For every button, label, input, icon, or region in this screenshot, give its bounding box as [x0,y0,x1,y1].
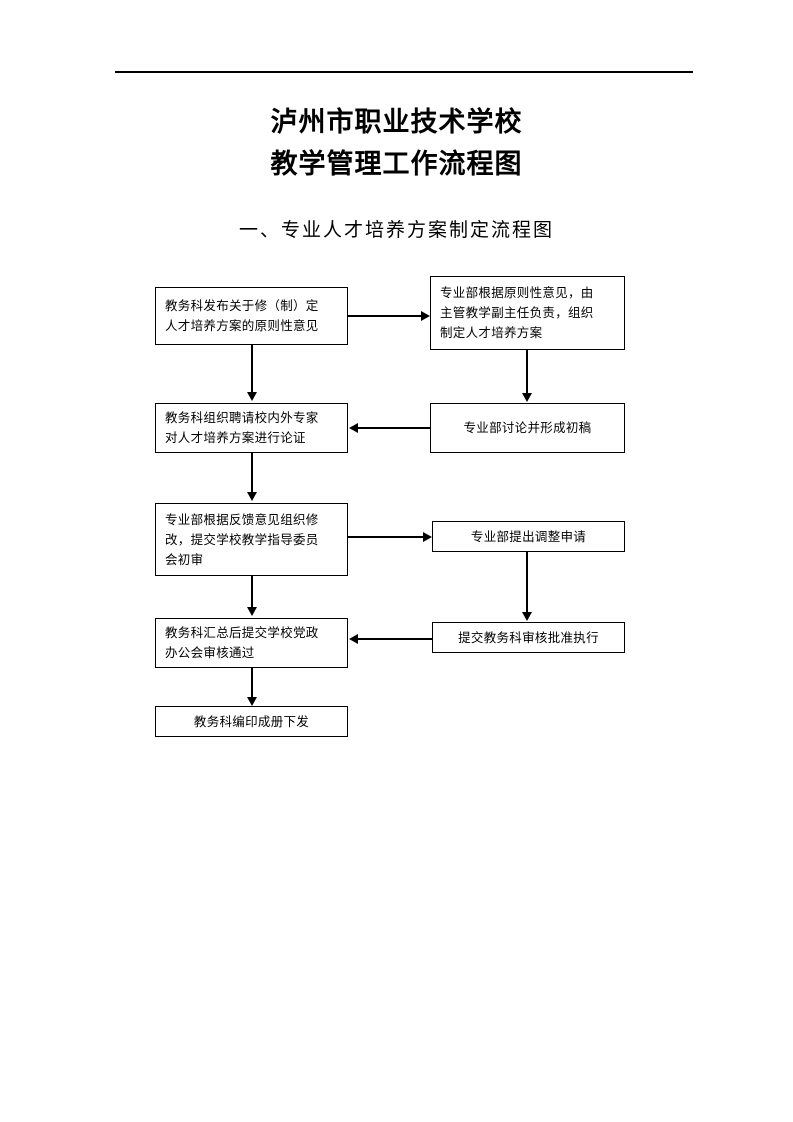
flow-node-expert-review: 教务科组织聘请校内外专家 对人才培养方案进行论证 [155,403,348,453]
flow-node-print-and-distribute: 教务科编印成册下发 [155,706,348,737]
arrow-head-left-n7-n8 [349,634,358,644]
flow-node-issue-principles: 教务科发布关于修（制）定 人才培养方案的原则性意见 [155,287,348,345]
flow-node-label: 专业部提出调整申请 [470,528,587,544]
arrow-head-down-n6-n7 [522,612,532,621]
connector-n1-n4 [251,345,253,394]
arrow-head-down-n5-n8 [247,607,257,616]
document-title-line-2: 教学管理工作流程图 [270,149,523,180]
flow-node-revise-and-submit: 专业部根据反馈意见组织修 改，提交学校教学指导委员 会初审 [155,503,348,576]
arrow-head-down-n8-n9 [247,697,257,706]
flow-node-department-plan: 专业部根据原则性意见，由 主管教学副主任负责，组织 制定人才培养方案 [430,276,625,350]
document-title-line-1: 泸州市职业技术学校 [270,107,523,138]
connector-n4-n5 [251,453,253,494]
flow-node-label: 教务科发布关于修（制）定 人才培养方案的原则性意见 [165,298,319,333]
flow-node-label: 教务科编印成册下发 [193,713,310,729]
arrow-head-right-n1-n2 [421,311,430,321]
arrow-head-left-n3-n4 [349,423,358,433]
flow-node-submit-for-approval: 提交教务科审核批准执行 [432,622,625,653]
arrow-head-down-n2-n3 [522,393,532,402]
flow-node-label: 专业部根据反馈意见组织修 改，提交学校教学指导委员 会初审 [165,511,319,567]
connector-n3-n4 [357,427,430,429]
arrow-head-down-n4-n5 [247,492,257,501]
header-rule [115,71,693,73]
connector-n1-n2 [348,315,423,317]
connector-n7-n8 [357,638,433,640]
flow-node-adjustment-request: 专业部提出调整申请 [432,521,625,552]
flow-node-department-draft: 专业部讨论并形成初稿 [430,403,625,453]
arrow-head-right-n5-n6 [423,532,432,542]
flow-node-summary-approval: 教务科汇总后提交学校党政 办公会审核通过 [155,618,348,668]
flow-node-label: 教务科组织聘请校内外专家 对人才培养方案进行论证 [165,410,319,445]
connector-n8-n9 [251,668,253,700]
flow-node-label: 专业部讨论并形成初稿 [463,420,592,435]
flow-node-label: 提交教务科审核批准执行 [458,629,599,645]
section-title: 一、专业人才培养方案制定流程图 [238,219,554,241]
connector-n5-n8 [251,576,253,609]
flow-node-label: 专业部根据原则性意见，由 主管教学副主任负责，组织 制定人才培养方案 [440,285,594,340]
flow-node-label: 教务科汇总后提交学校党政 办公会审核通过 [165,625,319,660]
connector-n2-n3 [526,350,528,395]
arrow-head-down-n1-n4 [247,392,257,401]
connector-n5-n6 [348,536,425,538]
connector-n6-n7 [526,552,528,614]
